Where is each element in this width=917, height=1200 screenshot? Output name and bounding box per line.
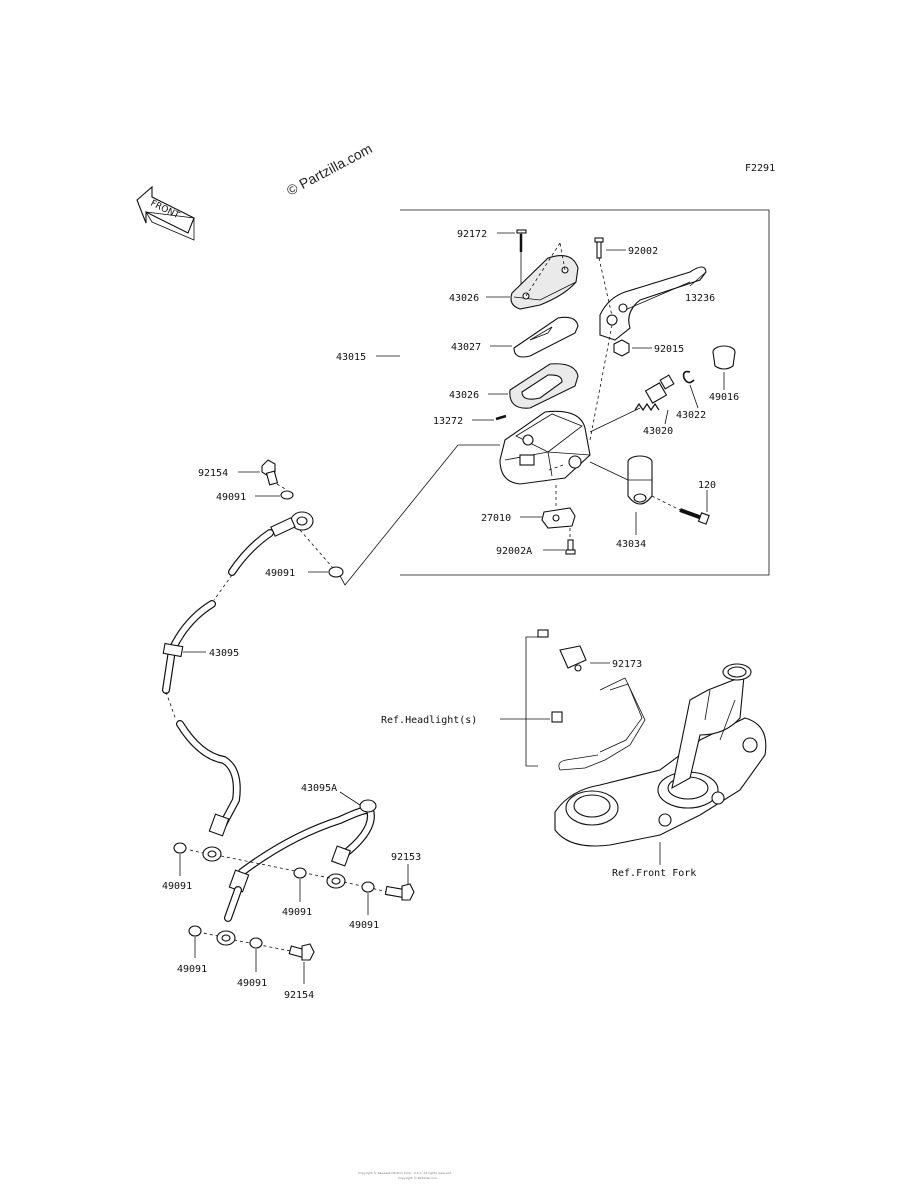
label-120: 120 — [698, 480, 716, 491]
assembly-frame — [400, 209, 770, 576]
label-43095: 43095 — [209, 648, 239, 659]
banjo-bolt-92154-upper — [261, 459, 279, 486]
piston-assy-43020 — [634, 374, 675, 412]
screw-92172 — [516, 229, 527, 290]
brake-hose-43095 — [162, 529, 274, 837]
label-43026-diaphragm: 43026 — [449, 390, 479, 401]
master-cylinder-body — [499, 410, 591, 485]
label-43022: 43022 — [676, 410, 706, 421]
banjo-fitting-lower-mid — [326, 873, 346, 889]
label-92173: 92173 — [612, 659, 642, 670]
label-ref-front-fork: Ref.Front Fork — [612, 868, 696, 879]
label-92015: 92015 — [654, 344, 684, 355]
clamp-bolt-120 — [679, 508, 710, 525]
dust-boot-49016 — [712, 345, 736, 370]
label-92154-upper: 92154 — [198, 468, 228, 479]
label-43015: 43015 — [336, 352, 366, 363]
label-49091-a: 49091 — [216, 492, 246, 503]
label-49091-f: 49091 — [177, 964, 207, 975]
label-43027: 43027 — [451, 342, 481, 353]
label-43095a: 43095A — [301, 783, 337, 794]
label-49091-g: 49091 — [237, 978, 267, 989]
washer-49091-b — [328, 566, 344, 578]
pivot-bolt-92002 — [594, 237, 604, 259]
diagram-code: F2291 — [745, 163, 775, 174]
screw-92002a — [565, 539, 576, 555]
washer-49091-f — [188, 925, 202, 937]
label-92002a: 92002A — [496, 546, 532, 557]
washer-49091-d — [293, 867, 307, 879]
watermark: © Partzilla.com — [284, 140, 375, 198]
washer-49091-e — [361, 881, 375, 893]
banjo-fitting-upper — [270, 511, 314, 537]
washer-49091-a — [280, 490, 294, 500]
banjo-fitting-lower-left — [202, 846, 222, 862]
label-13272: 13272 — [433, 416, 463, 427]
label-49091-e: 49091 — [349, 920, 379, 931]
label-92172: 92172 — [457, 229, 487, 240]
label-49016: 49016 — [709, 392, 739, 403]
steering-stem — [554, 663, 767, 847]
banjo-bolt-92153 — [384, 883, 415, 901]
brake-lever — [599, 266, 707, 341]
banjo-fitting-lower-bottom — [216, 930, 236, 946]
circlip-43022 — [682, 370, 695, 384]
nut-92015 — [613, 339, 630, 357]
label-49091-c: 49091 — [162, 881, 192, 892]
footer-line-2: Copyright © Partzilla.com — [398, 1176, 437, 1180]
label-27010: 27010 — [481, 513, 511, 524]
clamp-43034 — [627, 455, 653, 505]
label-ref-headlight: Ref.Headlight(s) — [381, 715, 477, 726]
headlight-bracket — [537, 629, 646, 771]
label-92154-lower: 92154 — [284, 990, 314, 1001]
washer-49091-g — [249, 937, 263, 949]
brake-switch-27010 — [541, 507, 576, 529]
diaphragm — [509, 363, 579, 409]
label-13236: 13236 — [685, 293, 715, 304]
front-arrow-icon: FRONT — [136, 185, 195, 241]
reservoir-plate — [513, 316, 579, 358]
label-49091-d: 49091 — [282, 907, 312, 918]
label-43034: 43034 — [616, 539, 646, 550]
label-92002: 92002 — [628, 246, 658, 257]
label-49091-b: 49091 — [265, 568, 295, 579]
footer-line-1: Copyright © Kawasaki Motors Corp., U.S.A… — [358, 1171, 452, 1175]
label-92153: 92153 — [391, 852, 421, 863]
banjo-bolt-92154-lower — [288, 943, 315, 961]
brake-hose-43095a — [224, 799, 377, 922]
bleeder-13272 — [495, 414, 507, 421]
label-43026-cap: 43026 — [449, 293, 479, 304]
label-43020: 43020 — [643, 426, 673, 437]
washer-49091-c — [173, 842, 187, 854]
